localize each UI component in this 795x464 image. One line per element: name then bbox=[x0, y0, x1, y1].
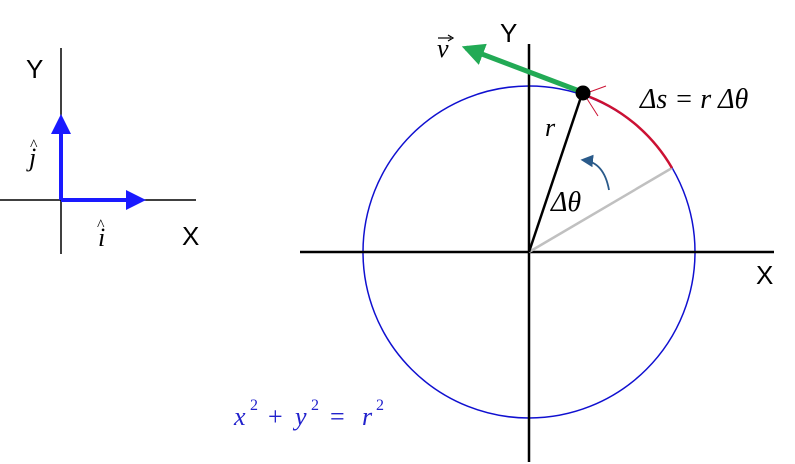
circle-y-label: Y bbox=[500, 18, 517, 48]
i-hat-caret: ^ bbox=[97, 217, 105, 234]
j-hat-caret: ^ bbox=[30, 137, 38, 154]
j-hat-label: j bbox=[26, 143, 36, 172]
velocity-overarrow bbox=[438, 34, 455, 42]
radius-line bbox=[527, 93, 584, 253]
equation-equals: = bbox=[330, 402, 345, 431]
equation-x: x bbox=[233, 402, 246, 431]
equation-y: y bbox=[292, 402, 307, 431]
equation-y-exp: 2 bbox=[311, 397, 319, 414]
i-hat-label: i bbox=[98, 223, 105, 252]
circle-x-label: X bbox=[756, 260, 773, 290]
velocity-label: v bbox=[437, 34, 449, 63]
reference-radius-line bbox=[528, 166, 673, 254]
arc-length-formula: Δs = r Δθ bbox=[639, 84, 749, 115]
radius-label: r bbox=[545, 113, 556, 142]
equation-r-exp: 2 bbox=[376, 397, 384, 414]
circle-equation: x 2 + y 2 = r 2 bbox=[233, 397, 384, 431]
circle-diagram: Y X v r Δθ Δs = r Δθ x 2 + y 2 = r 2 bbox=[233, 18, 774, 462]
angle-label: Δθ bbox=[550, 187, 581, 218]
basis-x-label: X bbox=[182, 221, 199, 251]
basis-diagram: Y X j ^ i ^ bbox=[0, 48, 199, 254]
equation-r: r bbox=[362, 402, 373, 431]
basis-y-label: Y bbox=[26, 54, 43, 84]
angle-arrow bbox=[580, 154, 610, 191]
velocity-vector bbox=[461, 43, 583, 95]
particle-point bbox=[575, 85, 591, 101]
equation-x-exp: 2 bbox=[250, 397, 258, 414]
equation-plus: + bbox=[268, 402, 283, 431]
